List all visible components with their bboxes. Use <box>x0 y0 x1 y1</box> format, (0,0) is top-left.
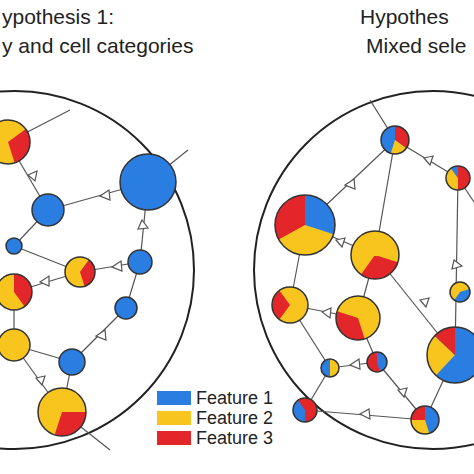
circle-outline <box>0 91 194 449</box>
legend-swatch <box>157 391 191 405</box>
hypothesis-heading: Hypothes <box>360 4 449 30</box>
legend-text: Feature 3 <box>196 428 273 448</box>
hypothesis-heading: Mixed sele <box>366 33 466 59</box>
circle-outline <box>254 91 474 449</box>
legend-swatch <box>157 411 191 425</box>
hypothesis-heading: y and cell categories <box>2 33 193 59</box>
hypothesis-heading: ypothesis 1: <box>2 4 114 30</box>
cell-pie <box>299 404 311 416</box>
circle-outline <box>253 90 474 450</box>
legend-text: Feature 1 <box>196 388 273 408</box>
hypothesis-circle: HypothesMixed sele <box>253 90 474 450</box>
legend-text: Feature 2 <box>196 408 273 428</box>
legend-swatch <box>157 431 191 445</box>
